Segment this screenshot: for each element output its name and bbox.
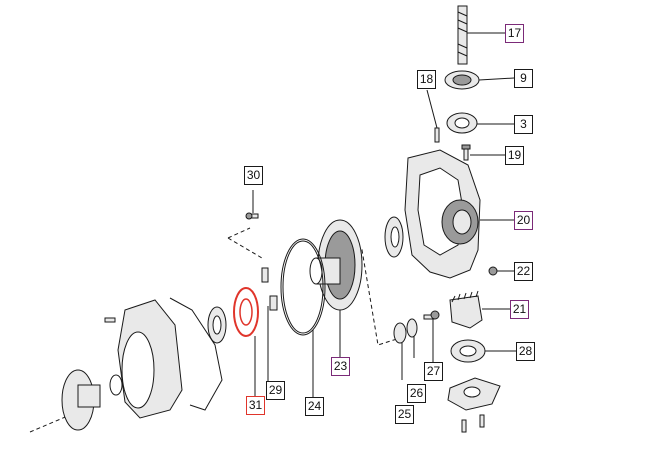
part-label-25: 25 [395, 405, 414, 424]
part-label-9: 9 [514, 69, 533, 88]
shaft-part [457, 5, 468, 65]
pinion-gear-part [449, 290, 483, 329]
drive-flange-part [61, 369, 123, 431]
washer-part-26 [406, 318, 418, 338]
part-label-30: 30 [244, 166, 263, 185]
part-label-23: 23 [331, 357, 350, 376]
part-label-24: 24 [305, 397, 324, 416]
part-label-17: 17 [505, 24, 524, 43]
washer-part-25 [393, 322, 407, 344]
bearing-part-3 [446, 112, 478, 134]
part-label-31: 31 [246, 396, 265, 415]
part-label-19: 19 [505, 146, 524, 165]
part-label-29: 29 [266, 381, 285, 400]
bolt-part-27 [423, 310, 440, 320]
seal-ring-part [207, 306, 227, 344]
bolt-part-19 [461, 144, 471, 161]
cover-plate-part [447, 377, 501, 433]
part-label-3: 3 [514, 115, 533, 134]
seal-part [444, 70, 480, 90]
part-label-22: 22 [514, 262, 533, 281]
part-label-18: 18 [417, 70, 436, 89]
o-ring-part [280, 238, 326, 336]
dashed-axis-left [29, 414, 71, 433]
part-label-26: 26 [407, 384, 426, 403]
gear-housing-part [404, 149, 481, 279]
part-label-20: 20 [514, 211, 533, 230]
pin-part [434, 127, 440, 143]
ring-gear-part [309, 219, 363, 311]
highlighted-bearing-part [233, 287, 259, 337]
part-label-28: 28 [516, 342, 535, 361]
part-label-21: 21 [510, 300, 529, 319]
shim-part-29 [261, 267, 278, 311]
plug-part [488, 266, 498, 276]
axle-case-part [104, 297, 223, 419]
part-label-27: 27 [424, 362, 443, 381]
bearing-part-28 [450, 339, 486, 363]
oil-seal-part [384, 216, 404, 258]
bolt-part-30 [245, 212, 259, 220]
